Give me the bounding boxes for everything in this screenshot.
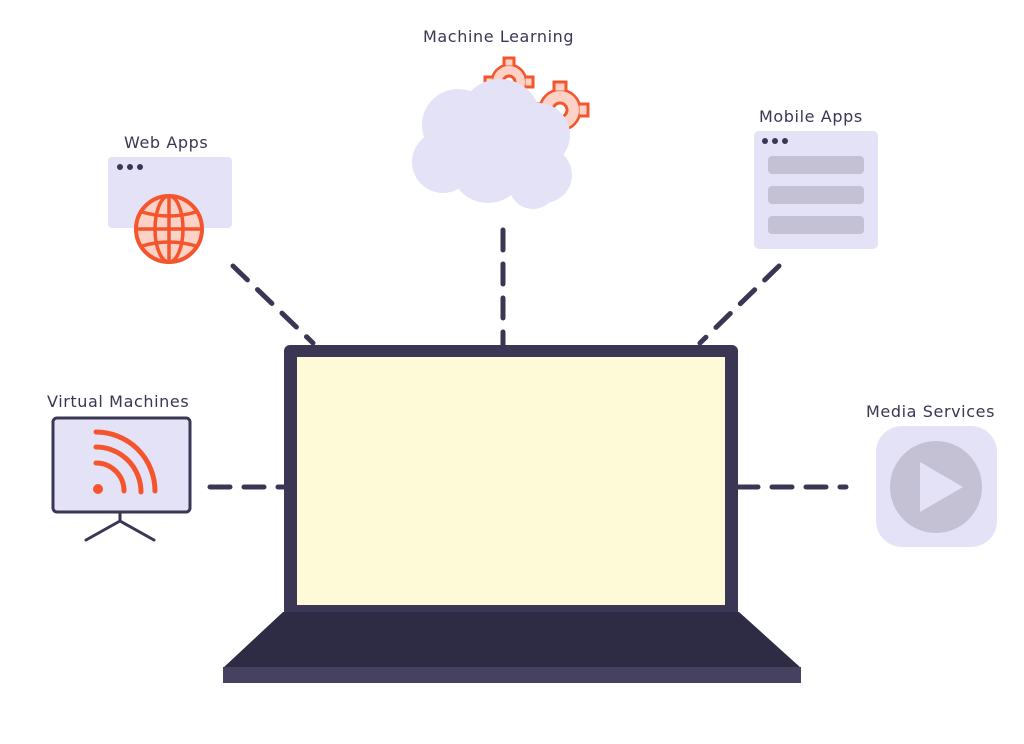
monitor-rss-icon (51, 416, 192, 542)
play-button-icon (876, 426, 997, 547)
connector-mobile-apps (697, 263, 782, 346)
globe-icon (134, 194, 204, 264)
browser-dots (117, 164, 143, 170)
mobile-list-bar-3 (768, 216, 864, 234)
laptop-screen (297, 357, 725, 605)
laptop-keyboard-deck (223, 612, 801, 668)
cloud-gears-icon (412, 56, 590, 209)
label-web-apps: Web Apps (124, 133, 209, 152)
browser-globe-icon (108, 157, 232, 264)
label-media-services: Media Services (866, 402, 996, 421)
connectors (207, 227, 849, 490)
laptop-base-edge (223, 667, 801, 683)
mobile-list-bar-2 (768, 186, 864, 204)
monitor-leg-left (84, 519, 122, 542)
mobile-list-icon (754, 131, 878, 249)
laptop-icon (223, 345, 801, 683)
play-triangle (920, 462, 963, 512)
label-machine-learning: Machine Learning (423, 27, 575, 46)
label-mobile-apps: Mobile Apps (759, 107, 863, 126)
mobile-dots (762, 138, 788, 144)
label-virtual-machines: Virtual Machines (47, 392, 190, 411)
cloud-shape (412, 79, 572, 209)
connector-web-apps (230, 263, 316, 346)
rss-icon (93, 429, 158, 495)
monitor-screen (51, 416, 192, 514)
mobile-list-bar-1 (768, 156, 864, 174)
browser-window (108, 157, 232, 228)
monitor-leg-right (118, 519, 156, 542)
